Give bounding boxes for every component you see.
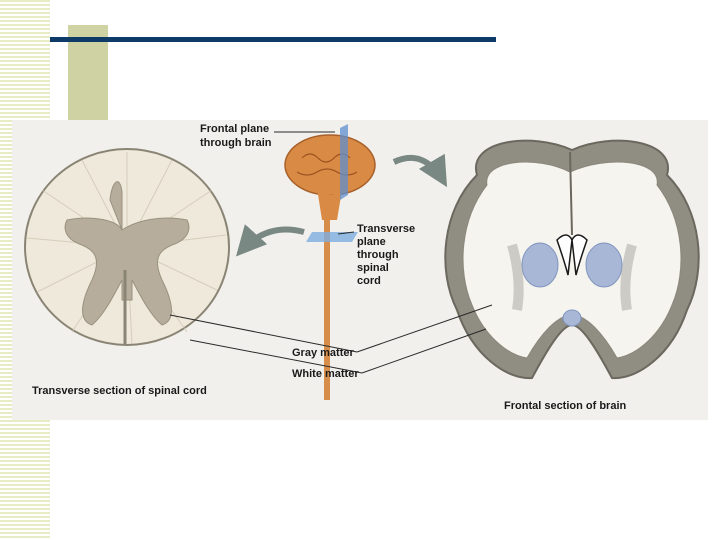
arrow-to-spinal-section — [240, 230, 304, 253]
anatomy-figure: Frontal plane through brain Transverse p… — [12, 120, 708, 420]
frontal-plane — [340, 124, 348, 200]
anatomy-diagram: Frontal plane through brain Transverse p… — [12, 120, 708, 420]
gray-matter-label: Gray matter — [292, 347, 354, 359]
frontal-plane-label: Frontal plane through brain — [200, 123, 272, 149]
white-matter-label: White matter — [292, 368, 359, 380]
spinal-cord-section — [25, 149, 229, 345]
title-bar — [50, 37, 496, 42]
transverse-plane-label: Transverse plane through spinal cord — [357, 223, 418, 287]
arrow-to-brain-section — [394, 158, 444, 182]
spinal-cord-caption: Transverse section of spinal cord — [32, 385, 207, 397]
brain-section — [445, 141, 698, 378]
brain-section-caption: Frontal section of brain — [504, 400, 627, 412]
transverse-plane — [306, 232, 358, 242]
